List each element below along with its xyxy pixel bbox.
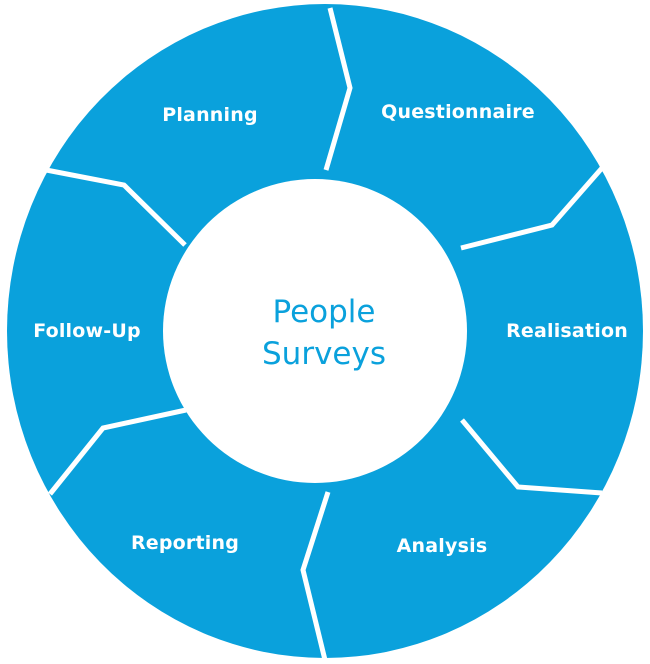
- segment-label-follow-up: Follow-Up: [33, 320, 141, 342]
- segment-label-planning: Planning: [162, 104, 258, 126]
- center-title-line2: Surveys: [262, 336, 386, 372]
- divider-planning-questionnaire: [323, 7, 353, 171]
- segment-label-realisation: Realisation: [506, 320, 628, 342]
- divider-reporting-followup: [48, 407, 187, 496]
- segment-label-reporting: Reporting: [131, 532, 239, 554]
- divider-questionnaire-realisation: [460, 166, 604, 251]
- divider-realisation-analysis: [460, 418, 603, 496]
- segment-label-questionnaire: Questionnaire: [381, 101, 535, 123]
- center-hole: [163, 179, 467, 483]
- divider-analysis-reporting: [300, 491, 331, 661]
- segment-label-analysis: Analysis: [397, 535, 488, 557]
- divider-followup-planning: [40, 166, 187, 247]
- center-title-line1: People: [273, 294, 376, 330]
